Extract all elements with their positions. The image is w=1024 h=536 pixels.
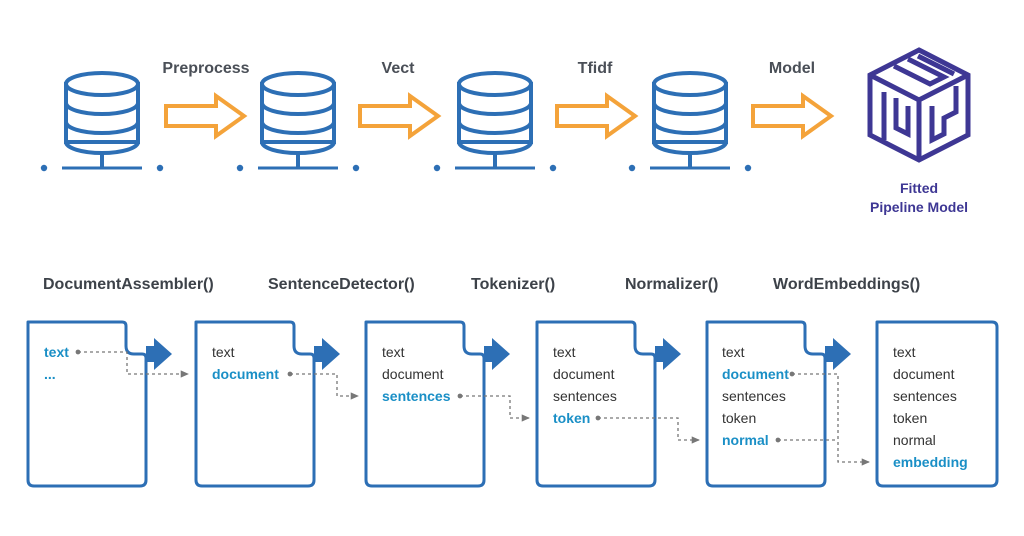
stage-card	[26, 320, 148, 488]
field-text: text	[722, 344, 745, 360]
database-icon	[433, 71, 557, 172]
field-sentences: sentences	[722, 388, 786, 404]
connector-dot	[775, 437, 781, 443]
field-token: token	[553, 410, 591, 426]
card-fields-1: text document	[212, 341, 279, 385]
field-sentences: sentences	[553, 388, 617, 404]
connector-dot	[457, 393, 463, 399]
card-arrow-group	[146, 338, 851, 370]
field-ellipsis: ...	[44, 366, 56, 382]
database-icon	[236, 71, 360, 172]
card-fields-2: text document sentences	[382, 341, 450, 407]
field-embedding: embedding	[893, 454, 968, 470]
connector-line	[598, 417, 700, 444]
database-icon	[628, 71, 752, 172]
stage-name-document-assembler: DocumentAssembler()	[43, 276, 214, 293]
field-normal: normal	[722, 432, 769, 448]
connector-dot	[75, 349, 81, 355]
blue-arrow-icon	[655, 338, 681, 370]
field-document: document	[212, 366, 279, 382]
stage-name-tokenizer: Tokenizer()	[471, 276, 556, 293]
fitted-caption-line1: Fitted	[899, 180, 939, 196]
fitted-model-caption: Fitted Pipeline Model	[829, 179, 1009, 217]
connector-line	[78, 351, 189, 378]
orange-arrow-icon	[751, 92, 835, 140]
stage-card	[364, 320, 486, 488]
database-icon	[40, 71, 164, 172]
fitted-caption-line2: Pipeline Model	[869, 199, 968, 215]
field-text: text	[893, 344, 916, 360]
orange-arrow-icon	[164, 92, 248, 140]
card-fields-5: text document sentences token normal emb…	[893, 341, 968, 473]
stage-card	[875, 320, 999, 488]
field-normal: normal	[893, 432, 936, 448]
card-fields-0: text ...	[44, 341, 69, 385]
connector-line	[792, 373, 870, 466]
stage-name-word-embeddings: WordEmbeddings()	[773, 276, 921, 293]
connector-line	[460, 395, 530, 422]
stage-card	[705, 320, 827, 488]
connector-dot	[595, 415, 601, 421]
connector-dot	[287, 371, 293, 377]
blue-arrow-icon	[484, 338, 510, 370]
field-document: document	[382, 366, 444, 382]
stage-card	[535, 320, 657, 488]
field-token: token	[893, 410, 928, 426]
field-sentences: sentences	[382, 388, 451, 404]
orange-arrow-icon	[555, 92, 639, 140]
field-document: document	[722, 366, 789, 382]
field-document: document	[553, 366, 615, 382]
pipeline-model-logo-icon	[867, 47, 971, 163]
field-text: text	[44, 344, 69, 360]
field-text: text	[212, 344, 235, 360]
field-token: token	[722, 410, 757, 426]
stage-card	[194, 320, 316, 488]
blue-arrow-icon	[314, 338, 340, 370]
step-label-tfidf: Tfidf	[577, 60, 613, 77]
field-text: text	[553, 344, 576, 360]
stage-name-normalizer: Normalizer()	[625, 276, 719, 293]
field-document: document	[893, 366, 955, 382]
orange-arrow-icon	[358, 92, 442, 140]
card-fields-4: text document sentences token normal	[722, 341, 789, 451]
step-label-model: Model	[768, 60, 816, 77]
field-sentences: sentences	[893, 388, 957, 404]
step-label-preprocess: Preprocess	[162, 60, 250, 77]
connector-line	[290, 373, 359, 400]
connector-dot	[789, 371, 795, 377]
field-text: text	[382, 344, 405, 360]
card-fields-3: text document sentences token	[553, 341, 617, 429]
stage-name-sentence-detector: SentenceDetector()	[268, 276, 415, 293]
blue-arrow-icon	[825, 338, 851, 370]
step-label-vect: Vect	[381, 60, 415, 77]
blue-arrow-icon	[146, 338, 172, 370]
